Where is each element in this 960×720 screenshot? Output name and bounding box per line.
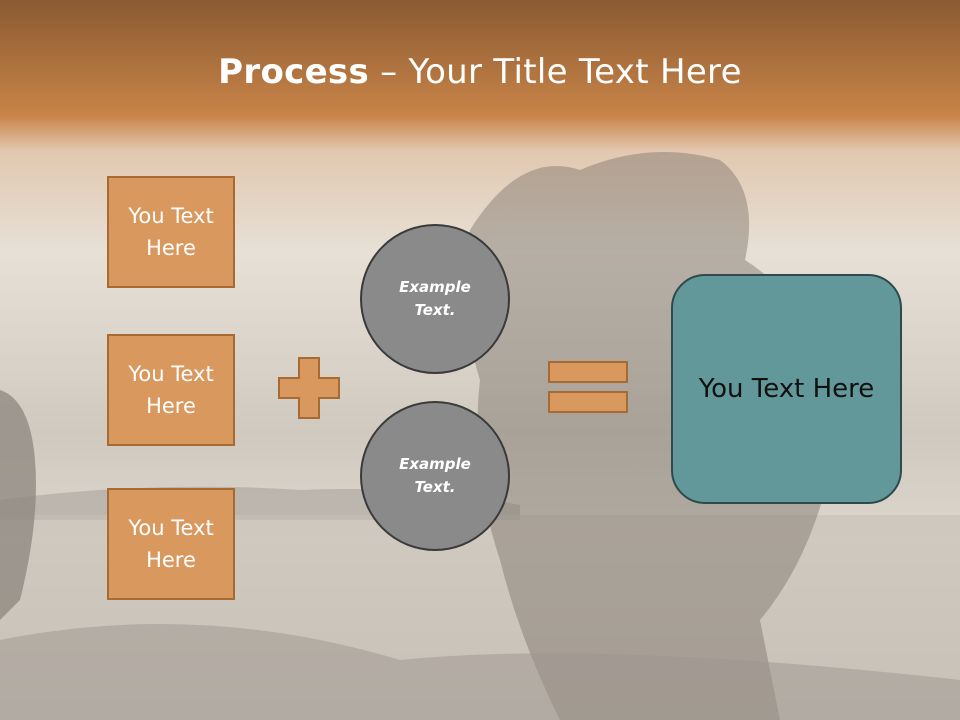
slide-title: Process – Your Title Text Here <box>0 52 960 92</box>
text-box-1[interactable]: You Text Here <box>107 176 235 288</box>
result-box[interactable]: You Text Here <box>671 274 902 504</box>
title-bold: Process <box>218 52 370 92</box>
circle-label-1: Example Text. <box>399 278 471 319</box>
header-band: Process – Your Title Text Here <box>0 0 960 150</box>
example-circle-1[interactable]: Example Text. <box>360 224 510 374</box>
circle-label-2: Example Text. <box>399 455 471 496</box>
title-rest: – Your Title Text Here <box>369 52 742 92</box>
text-box-2[interactable]: You Text Here <box>107 334 235 446</box>
example-circle-2[interactable]: Example Text. <box>360 401 510 551</box>
text-box-3[interactable]: You Text Here <box>107 488 235 600</box>
plus-icon <box>277 356 341 420</box>
equals-icon <box>548 360 628 416</box>
